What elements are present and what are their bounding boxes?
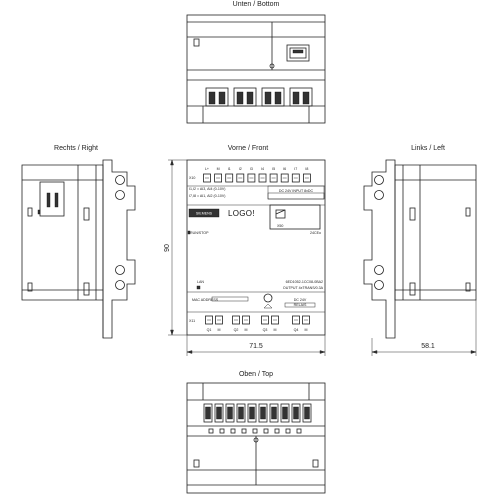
input-spec-2: I7,I8 = AI1, AI2 (0-10V) bbox=[189, 194, 225, 198]
output-spec: OUTPUT 4xTRANS/0.3A bbox=[283, 286, 324, 290]
svg-text:X10: X10 bbox=[189, 176, 195, 180]
svg-text:X50: X50 bbox=[277, 224, 283, 228]
output-terminal-label: Q3 bbox=[263, 328, 268, 332]
output-block-2: RELAIS bbox=[294, 303, 307, 307]
svg-text:X11: X11 bbox=[189, 319, 195, 323]
dimension-height: 90 bbox=[164, 244, 171, 252]
input-terminal-label: M bbox=[217, 167, 220, 171]
input-terminal-label: I4 bbox=[261, 167, 264, 171]
top-terminal-block bbox=[236, 403, 246, 423]
output-terminal-label: M bbox=[305, 328, 308, 332]
display-window bbox=[269, 204, 321, 230]
mac-address-label: MAC ADDRESS bbox=[192, 298, 219, 302]
model-logo: LOGO! bbox=[228, 209, 255, 218]
input-terminal-label: I6 bbox=[283, 167, 286, 171]
top-terminal-block bbox=[258, 403, 268, 423]
top-terminal-block bbox=[214, 403, 224, 423]
top-terminal-block bbox=[302, 403, 312, 423]
input-terminal-label: I1 bbox=[228, 167, 231, 171]
input-type-label: DC 24V INPUT 8xDC bbox=[279, 189, 314, 193]
input-terminal-screws bbox=[203, 173, 311, 183]
output-terminal-label: Q4 bbox=[294, 328, 299, 332]
output-terminal-label: M bbox=[245, 328, 248, 332]
top-terminal-block bbox=[280, 403, 290, 423]
top-terminal-block bbox=[225, 403, 235, 423]
input-terminal-label: I8 bbox=[305, 167, 308, 171]
order-number: 6ED1052-1CC08-0BA2 bbox=[286, 280, 323, 284]
left-view: 58.1 bbox=[363, 159, 477, 356]
input-terminal-label: I5 bbox=[272, 167, 275, 171]
output-terminal-label: M bbox=[274, 328, 277, 332]
front-view: X10 L+ M I1 I2 I3 I4 I5 I6 I7 I8 I1,I2 = AI3, AI4… bbox=[164, 159, 326, 356]
svg-text:SIEMENS: SIEMENS bbox=[196, 212, 213, 216]
top-terminal-block bbox=[269, 403, 279, 423]
input-terminal-label: I2 bbox=[239, 167, 242, 171]
view-title-bottom: Unten / Bottom bbox=[233, 1, 280, 8]
input-spec-1: I1,I2 = AI3, AI4 (0-10V) bbox=[189, 187, 225, 191]
output-terminal-labels: Q1 M Q2 M Q3 M Q4 M bbox=[207, 328, 308, 332]
top-terminals bbox=[203, 403, 312, 423]
dimension-depth: 58.1 bbox=[421, 343, 435, 350]
input-terminal-label: L+ bbox=[205, 167, 209, 171]
reset-button-icon bbox=[263, 293, 273, 303]
output-terminal-screws bbox=[205, 315, 310, 325]
model-variant: 24CEo bbox=[310, 231, 321, 235]
bottom-view bbox=[186, 14, 326, 124]
input-terminal-labels: L+ M I1 I2 I3 I4 I5 I6 I7 I8 bbox=[205, 167, 308, 171]
output-terminal-label: Q1 bbox=[207, 328, 212, 332]
top-terminal-block bbox=[247, 403, 257, 423]
right-view bbox=[21, 159, 136, 339]
bottom-terminals bbox=[205, 87, 313, 107]
top-terminal-block bbox=[203, 403, 213, 423]
output-block-1: DC 24V bbox=[294, 298, 307, 302]
extension-connector-icon bbox=[39, 181, 65, 217]
top-holes bbox=[208, 428, 302, 434]
top-terminal-block bbox=[291, 403, 301, 423]
run-stop-label: RUN/STOP bbox=[190, 231, 209, 235]
view-title-front: Vorne / Front bbox=[228, 145, 269, 152]
view-title-right: Rechts / Right bbox=[54, 145, 98, 152]
dimension-width: 71.5 bbox=[249, 343, 263, 350]
input-terminal-label: I3 bbox=[250, 167, 253, 171]
lan-port-icon bbox=[286, 44, 310, 62]
view-title-top: Oben / Top bbox=[239, 371, 273, 378]
top-view bbox=[186, 382, 326, 494]
lan-label: LAN bbox=[197, 280, 204, 284]
output-terminal-label: Q2 bbox=[234, 328, 239, 332]
brand-logo bbox=[188, 208, 220, 218]
output-terminal-label: M bbox=[218, 328, 221, 332]
input-terminal-label: I7 bbox=[294, 167, 297, 171]
view-title-left: Links / Left bbox=[411, 145, 445, 152]
